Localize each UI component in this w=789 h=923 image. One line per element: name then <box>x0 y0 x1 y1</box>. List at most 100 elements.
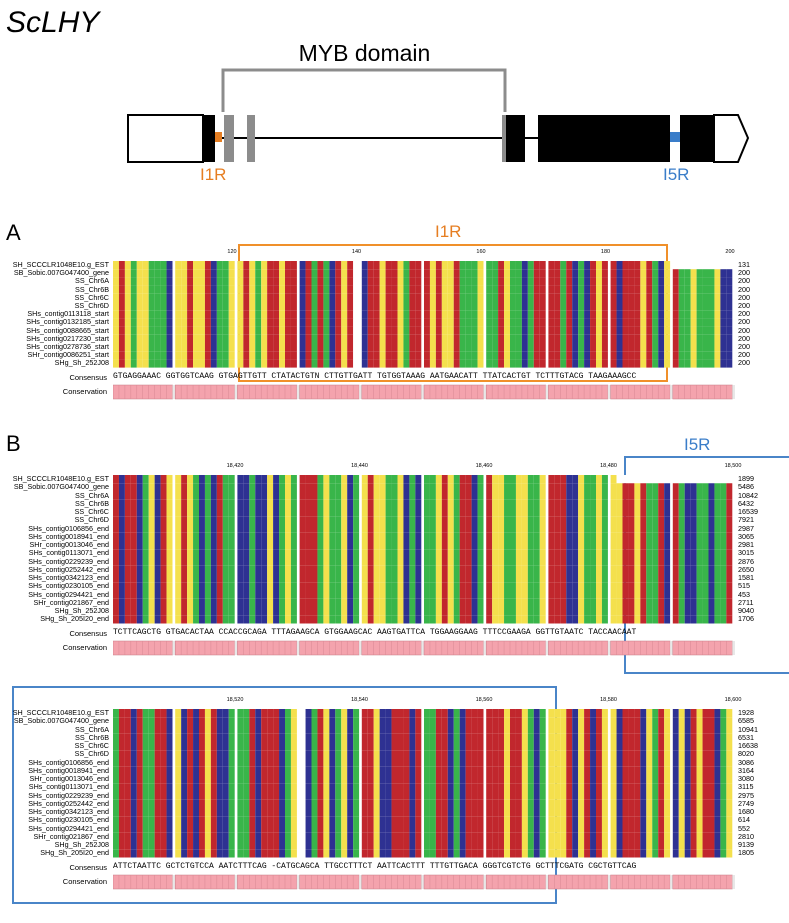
base-cell <box>347 598 354 607</box>
base-cell <box>424 524 430 533</box>
base-cell <box>222 359 229 368</box>
base-cell <box>548 293 555 302</box>
base-cell <box>640 565 647 574</box>
base-cell <box>572 775 579 784</box>
base-cell <box>148 849 155 858</box>
base-cell <box>672 285 679 294</box>
base-cell <box>628 293 635 302</box>
base-cell <box>373 799 380 808</box>
base-cell <box>323 775 330 784</box>
base-cell <box>672 841 679 850</box>
base-cell <box>521 565 528 574</box>
base-cell <box>166 491 173 500</box>
base-cell <box>187 709 194 718</box>
base-cell <box>696 775 703 784</box>
base-cell <box>142 524 149 533</box>
base-cell <box>616 775 623 784</box>
base-cell <box>175 499 182 508</box>
base-cell <box>646 524 653 533</box>
base-cell <box>361 709 368 718</box>
base-cell <box>409 326 416 335</box>
base-cell <box>361 532 368 541</box>
base-cell <box>486 799 493 808</box>
base-cell <box>216 516 223 525</box>
base-cell <box>447 582 454 591</box>
base-cell <box>424 261 430 270</box>
base-cell <box>187 499 194 508</box>
base-cell <box>409 557 416 566</box>
base-cell <box>181 532 188 541</box>
base-cell <box>347 261 354 270</box>
base-cell <box>720 565 727 574</box>
base-cell <box>720 841 727 850</box>
base-cell <box>477 824 484 833</box>
base-cell <box>435 499 442 508</box>
base-cell <box>311 524 318 533</box>
base-cell <box>634 524 641 533</box>
base-cell <box>353 293 360 302</box>
base-cell <box>323 277 330 286</box>
base-cell <box>590 475 596 484</box>
base-cell <box>429 808 436 817</box>
base-cell <box>273 359 280 368</box>
base-cell <box>118 791 125 800</box>
base-cell <box>628 808 635 817</box>
base-cell <box>616 791 623 800</box>
base-cell <box>409 508 416 517</box>
base-cell <box>130 816 137 825</box>
base-cell <box>702 565 709 574</box>
base-cell <box>533 261 540 270</box>
base-cell <box>154 318 161 327</box>
base-cell <box>521 310 528 319</box>
base-cell <box>628 791 635 800</box>
base-cell <box>148 532 155 541</box>
base-cell <box>181 783 188 792</box>
base-cell <box>142 775 149 784</box>
base-cell <box>199 277 205 286</box>
base-cell <box>441 799 448 808</box>
base-cell <box>708 261 715 270</box>
base-cell <box>210 326 217 335</box>
base-cell <box>255 326 262 335</box>
base-cell <box>714 791 721 800</box>
base-cell <box>678 277 685 286</box>
base-cell <box>447 285 454 294</box>
base-cell <box>539 343 546 352</box>
base-cell <box>486 491 493 500</box>
base-cell <box>181 277 188 286</box>
base-cell <box>373 816 380 825</box>
base-cell <box>187 483 194 492</box>
base-cell <box>696 709 703 718</box>
base-cell <box>714 775 721 784</box>
base-cell <box>572 783 579 792</box>
base-cell <box>347 565 354 574</box>
base-cell <box>515 524 522 533</box>
base-cell <box>504 532 510 541</box>
base-cell <box>285 582 291 591</box>
base-cell <box>572 791 579 800</box>
base-cell <box>379 742 386 751</box>
base-cell <box>566 343 573 352</box>
base-cell <box>317 742 324 751</box>
base-cell <box>459 310 466 319</box>
base-cell <box>391 598 398 607</box>
base-cell <box>521 285 528 294</box>
base-cell <box>329 598 336 607</box>
base-cell <box>299 717 306 726</box>
sequence-name: SHr_contig0013046_end <box>29 774 109 783</box>
base-cell <box>521 574 528 583</box>
base-cell <box>118 532 125 541</box>
base-cell <box>658 541 665 550</box>
base-cell <box>175 766 182 775</box>
base-cell <box>628 310 635 319</box>
base-cell <box>726 717 733 726</box>
base-cell <box>261 766 268 775</box>
base-cell <box>237 582 244 591</box>
base-cell <box>142 549 149 558</box>
base-cell <box>136 524 143 533</box>
base-cell <box>634 709 641 718</box>
base-cell <box>640 598 647 607</box>
base-cell <box>664 750 671 759</box>
base-cell <box>684 318 691 327</box>
base-cell <box>652 261 659 270</box>
